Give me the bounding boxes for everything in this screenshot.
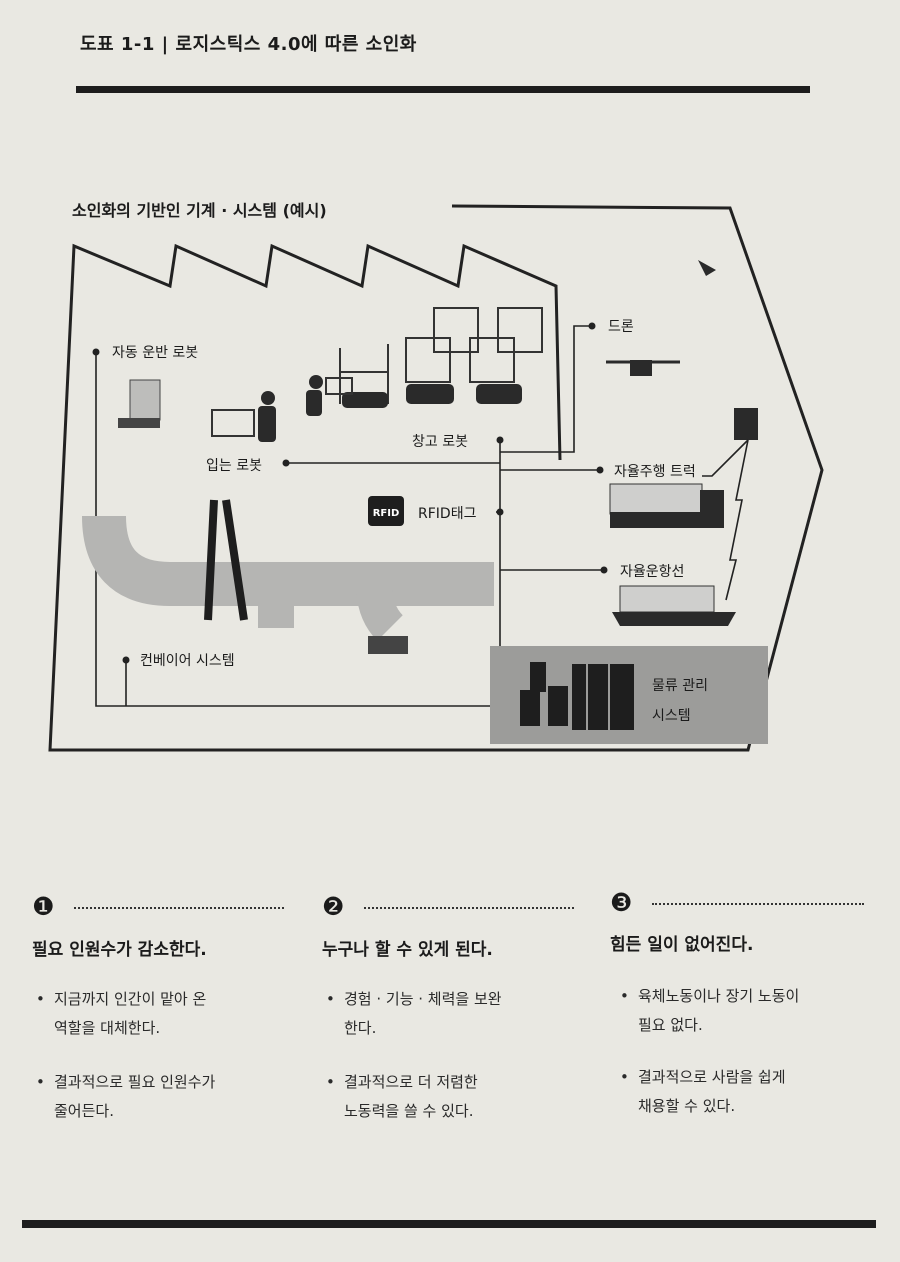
small-truck-icon <box>368 636 408 654</box>
agv-icon <box>118 379 161 428</box>
wms-terminal-icon <box>520 662 634 730</box>
antenna-icon <box>702 408 758 601</box>
rfid-badge-text: RFID <box>373 508 400 519</box>
cart-icon <box>211 377 353 437</box>
label-rfid: RFID태그 <box>418 506 477 522</box>
title-rule <box>76 86 810 93</box>
label-wms-1: 물류 관리 <box>652 678 708 694</box>
rfid-badge <box>368 496 404 526</box>
label-wms-2: 시스템 <box>652 708 691 724</box>
bottom-rule <box>22 1220 876 1228</box>
point-1-heading: 필요 인원수가 감소한다. <box>32 940 207 960</box>
factory-outline <box>48 204 824 752</box>
warehouse-shelves-icon <box>339 307 543 404</box>
diagram-subtitle: 소인화의 기반인 기계 · 시스템 (예시) <box>72 201 327 220</box>
point-1-number: ❶ <box>32 892 55 921</box>
logistics-diagram: 소인화의 기반인 기계 · 시스템 (예시) 물류 관리 시스템 <box>48 201 824 752</box>
ship-icon <box>612 585 736 626</box>
point-3-number: ❸ <box>610 888 633 917</box>
point-3-heading: 힘든 일이 없어진다. <box>610 935 754 955</box>
label-warehouse: 창고 로봇 <box>412 434 468 450</box>
label-wearable: 입는 로봇 <box>206 458 262 474</box>
label-conveyor: 컨베이어 시스템 <box>140 653 235 669</box>
point-3-divider <box>652 903 864 905</box>
point-1-divider <box>74 907 284 909</box>
truck-icon <box>609 483 724 528</box>
warehouse-robot-icon <box>342 384 522 408</box>
label-drone: 드론 <box>608 319 634 335</box>
label-agv: 자동 운반 로봇 <box>112 345 198 361</box>
figure-title: 도표 1-1 | 로지스틱스 4.0에 따른 소인화 <box>80 34 417 55</box>
label-truck: 자율주행 트럭 <box>614 464 696 480</box>
label-ship: 자율운항선 <box>620 564 684 580</box>
conveyor-icon <box>82 499 494 641</box>
point-2-heading: 누구나 할 수 있게 된다. <box>322 940 493 960</box>
connector-lines <box>95 325 604 707</box>
wearable-robot-icon <box>258 375 323 442</box>
drone-icon <box>606 260 716 376</box>
point-2-divider <box>364 907 574 909</box>
point-2-number: ❷ <box>322 892 345 921</box>
